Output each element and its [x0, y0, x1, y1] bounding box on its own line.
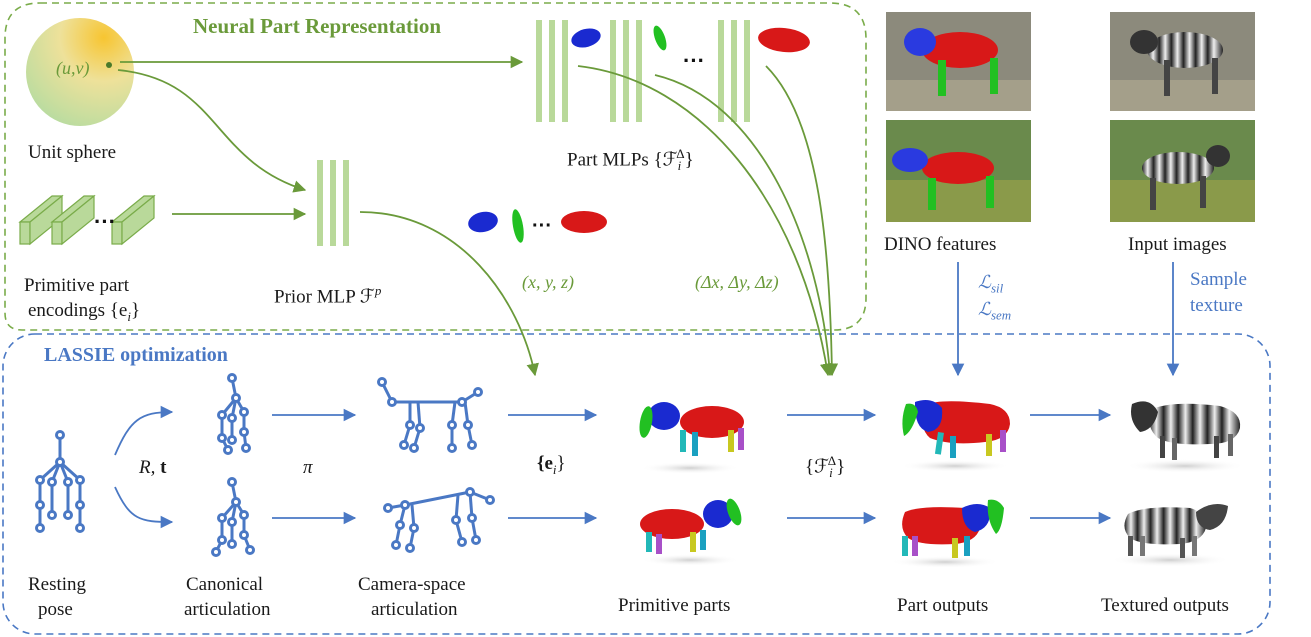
resting-label-1: Resting — [28, 574, 87, 595]
primitive-parts-bottom — [640, 498, 742, 566]
textured-output-bottom — [1110, 504, 1230, 567]
fi-label: {ℱiΔ} — [805, 453, 846, 481]
part-outputs-top — [900, 400, 1010, 472]
primitive-blob-green — [512, 209, 524, 243]
blue-arrows — [114, 262, 1180, 529]
dino-image-1 — [886, 12, 1031, 111]
part-blob-green — [653, 25, 667, 51]
lassie-title: LASSIE optimization — [44, 344, 228, 366]
canonical-label-2: articulation — [184, 599, 271, 620]
ellipsis-encodings: ··· — [94, 209, 116, 234]
sample-texture-label-2: texture — [1190, 295, 1243, 316]
primitive-encodings-label-2: encodings {ei} — [28, 300, 141, 324]
neural-part-title: Neural Part Representation — [193, 14, 442, 38]
sample-texture-label-1: Sample — [1190, 269, 1247, 290]
rotation-translation-label: R, t — [139, 457, 167, 478]
primitive-parts-top — [639, 402, 744, 474]
textured-output-top — [1125, 401, 1245, 473]
textured-outputs-label: Textured outputs — [1101, 595, 1229, 616]
lassie-box — [2, 333, 1271, 635]
dino-image-2 — [886, 120, 1031, 222]
unit-sphere-label: Unit sphere — [28, 142, 117, 163]
ellipsis-primitive-blobs: ··· — [532, 215, 552, 237]
prior-mlp-label: Prior MLP ℱp — [274, 283, 382, 308]
skeleton-camera-bottom — [383, 487, 495, 553]
loss-sil-label: ℒsil — [978, 272, 1004, 296]
green-arrows — [117, 55, 839, 377]
primitive-encodings-label-1: Primitive part — [24, 275, 130, 296]
uv-label: (u,v) — [56, 58, 90, 78]
primitive-blob-blue — [468, 211, 498, 233]
prior-mlp-bars — [317, 160, 349, 246]
unit-sphere — [26, 18, 134, 126]
projection-label: π — [303, 457, 313, 478]
dxyz-label: (Δx, Δy, Δz) — [695, 272, 779, 292]
uv-point — [106, 62, 112, 68]
primitive-encoding-blocks — [18, 194, 156, 246]
camera-label-2: articulation — [371, 599, 458, 620]
primitive-blob-red — [561, 211, 607, 233]
input-image-2 — [1110, 120, 1255, 222]
skeleton-canonical-top — [217, 373, 251, 455]
part-blob-blue — [571, 28, 601, 48]
xyz-label: (x, y, z) — [522, 272, 574, 292]
part-blob-red — [758, 27, 810, 53]
loss-sem-label: ℒsem — [978, 299, 1012, 323]
primitive-parts-label: Primitive parts — [618, 595, 731, 616]
neural-part-box — [4, 2, 867, 331]
skeleton-canonical-bottom — [211, 477, 255, 557]
input-image-1 — [1110, 12, 1255, 111]
ei-label: {ei} — [537, 453, 566, 477]
ellipsis-part-mlps: ··· — [683, 48, 705, 73]
canonical-label-1: Canonical — [186, 574, 264, 595]
part-mlp-bars — [536, 20, 750, 122]
resting-label-2: pose — [38, 599, 73, 620]
part-mlps-label: Part MLPs {ℱiΔ} — [567, 146, 694, 174]
dino-features-label: DINO features — [884, 234, 997, 255]
skeleton-camera-top — [377, 377, 483, 453]
input-images-label: Input images — [1128, 234, 1227, 255]
camera-label-1: Camera-space — [358, 574, 466, 595]
part-outputs-label: Part outputs — [897, 595, 989, 616]
skeleton-resting — [35, 430, 85, 533]
part-outputs-bottom — [890, 499, 1004, 568]
